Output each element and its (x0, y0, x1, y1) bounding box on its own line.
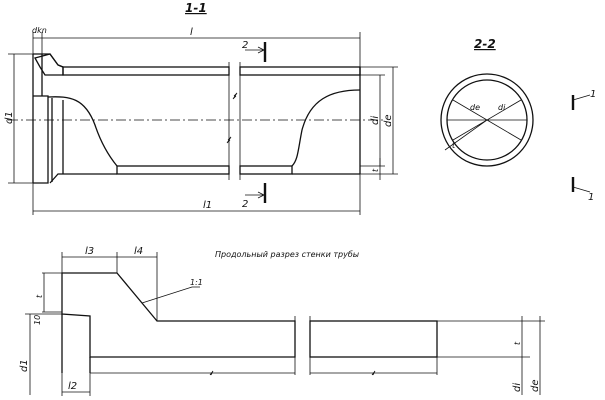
section-1-1: 1-1 l dkn (4, 1, 398, 215)
dim-l1-label: l1 (203, 200, 212, 211)
dim-10-label: 10 (33, 315, 42, 325)
wall-top-left (62, 66, 230, 76)
dim-l3-label: l3 (85, 246, 94, 257)
cut-mark-1-top: 1 (590, 89, 596, 100)
dim-di-label-2: di (498, 103, 506, 112)
cut-mark-2-bottom: 2 (242, 199, 248, 210)
dim-t-label-2: t (452, 141, 456, 150)
wall-section-caption: Продольный разрез стенки трубы (215, 250, 359, 259)
dim-t-label: t (371, 168, 380, 172)
dim-de-label-wall: de (530, 380, 541, 393)
slope-label: 1:1 (190, 278, 203, 287)
wall-profile-right (309, 320, 438, 358)
dim-bell-label: dkn (32, 26, 47, 35)
section-2-2-title: 2-2 (474, 37, 496, 51)
dim-di-label: di (370, 116, 381, 125)
wall-profile-left (61, 272, 296, 358)
dim-de-label-2: de (470, 103, 480, 112)
wall-longitudinal-section: Продольный разрез стенки трубы l3 l4 t 1… (19, 246, 545, 396)
wall-bottom-right (239, 165, 293, 175)
section-1-1-title: 1-1 (185, 1, 207, 15)
dim-d1-label: d1 (4, 111, 15, 124)
dim-l2-label: l2 (68, 381, 77, 392)
section-2-2: 2-2 de di t 1 1 (440, 37, 596, 203)
dim-de-label: de (383, 115, 394, 128)
wall-bottom-left (116, 165, 230, 175)
dim-l-label: l (190, 27, 193, 38)
wall-top-right (239, 66, 361, 76)
dim-di-label-wall: di (512, 383, 523, 392)
dim-t-right-label: t (513, 341, 522, 345)
cut-mark-2-top: 2 (242, 40, 248, 51)
pipe-wall-ring (440, 73, 534, 167)
dim-l4-label: l4 (134, 246, 143, 257)
cut-mark-1-bottom: 1 (588, 192, 594, 203)
dim-d1-label-wall: d1 (19, 359, 30, 372)
dim-t-left-label: t (35, 294, 44, 298)
